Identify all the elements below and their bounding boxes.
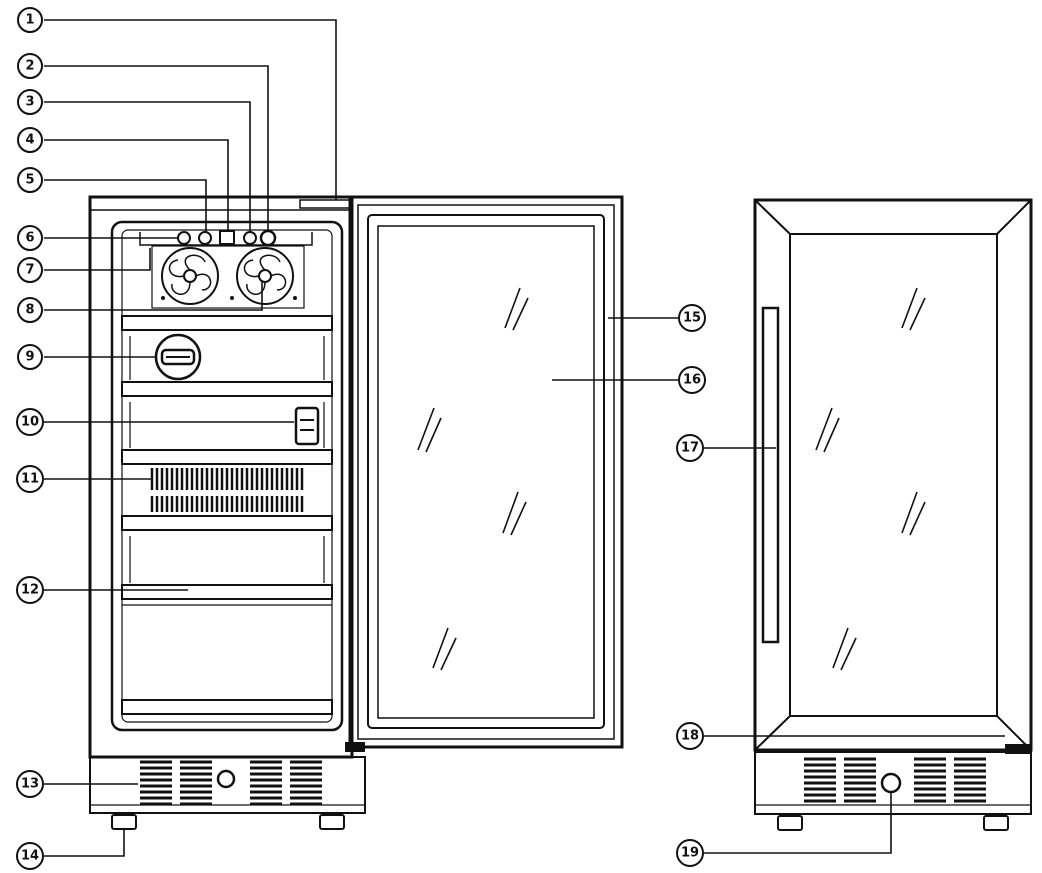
light-switch <box>294 406 320 446</box>
callout-label: 2 <box>25 59 34 74</box>
callout-16: 16 <box>678 366 706 394</box>
leader-lines <box>44 19 1005 857</box>
callout-4: 4 <box>17 127 43 153</box>
callout-label: 10 <box>21 415 39 430</box>
callout-label: 5 <box>25 173 34 188</box>
callout-14: 14 <box>16 842 44 870</box>
callout-12: 12 <box>16 576 44 604</box>
callout-label: 12 <box>21 583 39 598</box>
callout-2: 2 <box>17 53 43 79</box>
callout-13: 13 <box>16 770 44 798</box>
callout-label: 16 <box>683 373 701 388</box>
callout-7: 7 <box>17 257 43 283</box>
callout-label: 3 <box>25 95 34 110</box>
callout-label: 9 <box>25 350 34 365</box>
callout-6: 6 <box>17 225 43 251</box>
callout-label: 7 <box>25 263 34 278</box>
callout-label: 18 <box>681 729 699 744</box>
callout-label: 14 <box>21 849 39 864</box>
open-door <box>345 195 624 752</box>
callout-3: 3 <box>17 89 43 115</box>
callout-label: 17 <box>681 441 699 456</box>
callout-label: 4 <box>25 133 34 148</box>
closed-grille <box>754 751 1032 831</box>
callout-label: 19 <box>681 846 699 861</box>
evaporator-coil <box>150 468 304 512</box>
interior-shelves <box>121 315 333 715</box>
door-glass-reflections <box>417 287 529 671</box>
callout-label: 13 <box>21 777 39 792</box>
closed-view-cabinet <box>753 198 1033 754</box>
callout-18: 18 <box>676 722 704 750</box>
callout-11: 11 <box>16 465 44 493</box>
control-panel <box>139 229 313 309</box>
callout-8: 8 <box>17 297 43 323</box>
front-grille <box>89 756 366 830</box>
callout-10: 10 <box>16 408 44 436</box>
callout-19: 19 <box>676 839 704 867</box>
callout-15: 15 <box>678 304 706 332</box>
callout-label: 6 <box>25 231 34 246</box>
callout-label: 11 <box>21 472 39 487</box>
callout-1: 1 <box>17 7 43 33</box>
callout-5: 5 <box>17 167 43 193</box>
callout-label: 15 <box>683 311 701 326</box>
callout-label: 8 <box>25 303 34 318</box>
callout-label: 1 <box>25 13 34 28</box>
thermostat-knob <box>154 333 202 381</box>
callout-9: 9 <box>17 344 43 370</box>
callout-17: 17 <box>676 434 704 462</box>
closed-glass-reflections <box>815 287 926 671</box>
